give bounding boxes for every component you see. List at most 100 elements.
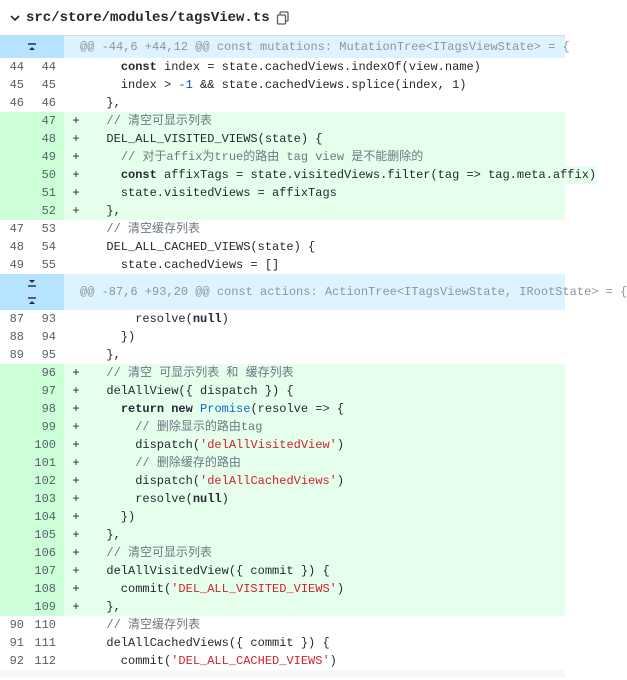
old-line-number[interactable] [0,166,32,184]
old-line-number[interactable] [0,436,32,454]
new-line-number[interactable]: 50 [32,166,64,184]
code-text: // 对于affix为true的路由 tag view 是不能删除的 [88,148,565,166]
old-line-number[interactable]: 92 [9,654,24,668]
diff-sign [64,616,88,634]
new-line-number[interactable]: 104 [32,508,64,526]
code-text: DEL_ALL_VISITED_VIEWS(state) { [88,130,565,148]
code-text: state.cachedViews = [] [92,258,280,272]
old-line-number[interactable] [0,130,32,148]
diff-sign: + [64,508,88,526]
old-line-number[interactable]: 45 [9,78,24,92]
new-line-number[interactable]: 94 [41,330,56,344]
new-line-number[interactable]: 106 [32,544,64,562]
code-text: }, [92,348,121,362]
new-line-number[interactable]: 112 [34,654,56,668]
old-line-number[interactable] [0,418,32,436]
new-line-number[interactable]: 102 [32,472,64,490]
new-line-number[interactable]: 93 [41,312,56,326]
chevron-down-icon[interactable] [8,11,22,25]
old-line-number[interactable] [0,580,32,598]
old-line-number[interactable] [0,454,32,472]
expand-up-icon[interactable] [0,38,64,56]
code-text: }, [92,96,121,110]
diff-line-context: 44 44 const index = state.cachedViews.ind… [0,58,565,76]
new-line-number[interactable]: 105 [32,526,64,544]
diff-sign: + [64,580,88,598]
diff-line-added: 48+ DEL_ALL_VISITED_VIEWS(state) { [0,130,565,148]
diff-sign: + [64,400,88,418]
new-line-number[interactable]: 51 [32,184,64,202]
old-line-number[interactable] [0,562,32,580]
file-path[interactable]: src/store/modules/tagsView.ts [26,9,270,26]
new-line-number[interactable]: 55 [41,258,56,272]
new-line-number[interactable]: 101 [32,454,64,472]
old-line-number[interactable] [0,508,32,526]
old-line-number[interactable] [0,112,32,130]
new-line-number[interactable]: 97 [32,382,64,400]
old-line-number[interactable] [0,490,32,508]
copy-icon[interactable] [276,10,290,25]
old-line-number[interactable] [0,400,32,418]
new-line-number[interactable]: 49 [32,148,64,166]
hunk-expander[interactable] [0,274,64,310]
old-line-number[interactable]: 47 [9,222,24,236]
new-line-number[interactable]: 96 [32,364,64,382]
new-line-number[interactable]: 100 [32,436,64,454]
diff-sign: + [64,130,88,148]
diff-sign: + [64,436,88,454]
new-line-number[interactable]: 99 [32,418,64,436]
hunk-expander[interactable] [0,36,64,58]
diff-line-added: 103+ resolve(null) [0,490,565,508]
diff-line-added: 100+ dispatch('delAllVisitedView') [0,436,565,454]
new-line-number[interactable]: 46 [41,96,56,110]
old-line-number[interactable] [0,364,32,382]
new-line-number[interactable]: 108 [32,580,64,598]
old-line-number[interactable]: 90 [9,618,24,632]
new-line-number[interactable]: 48 [32,130,64,148]
diff-sign: + [64,562,88,580]
new-line-number[interactable]: 53 [41,222,56,236]
code-text: dispatch('delAllVisitedView') [88,436,565,454]
new-line-number[interactable]: 103 [32,490,64,508]
new-line-number[interactable]: 111 [34,636,56,650]
new-line-number[interactable]: 98 [32,400,64,418]
expand-down-icon[interactable] [0,274,64,292]
code-text: // 清空可显示列表 [88,544,565,562]
old-line-number[interactable]: 91 [9,636,24,650]
old-line-number[interactable]: 88 [9,330,24,344]
old-line-number[interactable]: 49 [9,258,24,272]
expand-up-icon[interactable] [0,292,64,310]
old-line-number[interactable] [0,382,32,400]
new-line-number[interactable]: 54 [41,240,56,254]
old-line-number[interactable] [0,472,32,490]
diff-line-added: 50+ const affixTags = state.visitedViews… [0,166,597,184]
old-line-number[interactable]: 44 [9,60,24,74]
diff-sign [64,652,88,670]
code-text: // 删除显示的路由tag [88,418,565,436]
old-line-number[interactable] [0,598,32,616]
new-line-number[interactable]: 95 [41,348,56,362]
diff-line-added: 109+ }, [0,598,565,616]
new-line-number[interactable]: 107 [32,562,64,580]
old-line-number[interactable]: 89 [9,348,24,362]
old-line-number[interactable]: 46 [9,96,24,110]
new-line-number[interactable]: 110 [34,618,56,632]
diff-sign: + [64,598,88,616]
old-line-number[interactable] [0,202,32,220]
diff-sign: + [64,112,88,130]
old-line-number[interactable] [0,148,32,166]
new-line-number[interactable]: 45 [41,78,56,92]
new-line-number[interactable]: 44 [41,60,56,74]
new-line-number[interactable]: 47 [32,112,64,130]
old-line-number[interactable] [0,544,32,562]
diff-line-added: 96+ // 清空 可显示列表 和 缓存列表 [0,364,565,382]
old-line-number[interactable] [0,184,32,202]
code-text: const index = state.cachedViews.indexOf(… [120,60,481,74]
old-line-number[interactable]: 87 [9,312,24,326]
new-line-number[interactable]: 52 [32,202,64,220]
diff-sign [64,346,88,364]
new-line-number[interactable]: 109 [32,598,64,616]
old-line-number[interactable] [0,526,32,544]
old-line-number[interactable]: 48 [9,240,24,254]
